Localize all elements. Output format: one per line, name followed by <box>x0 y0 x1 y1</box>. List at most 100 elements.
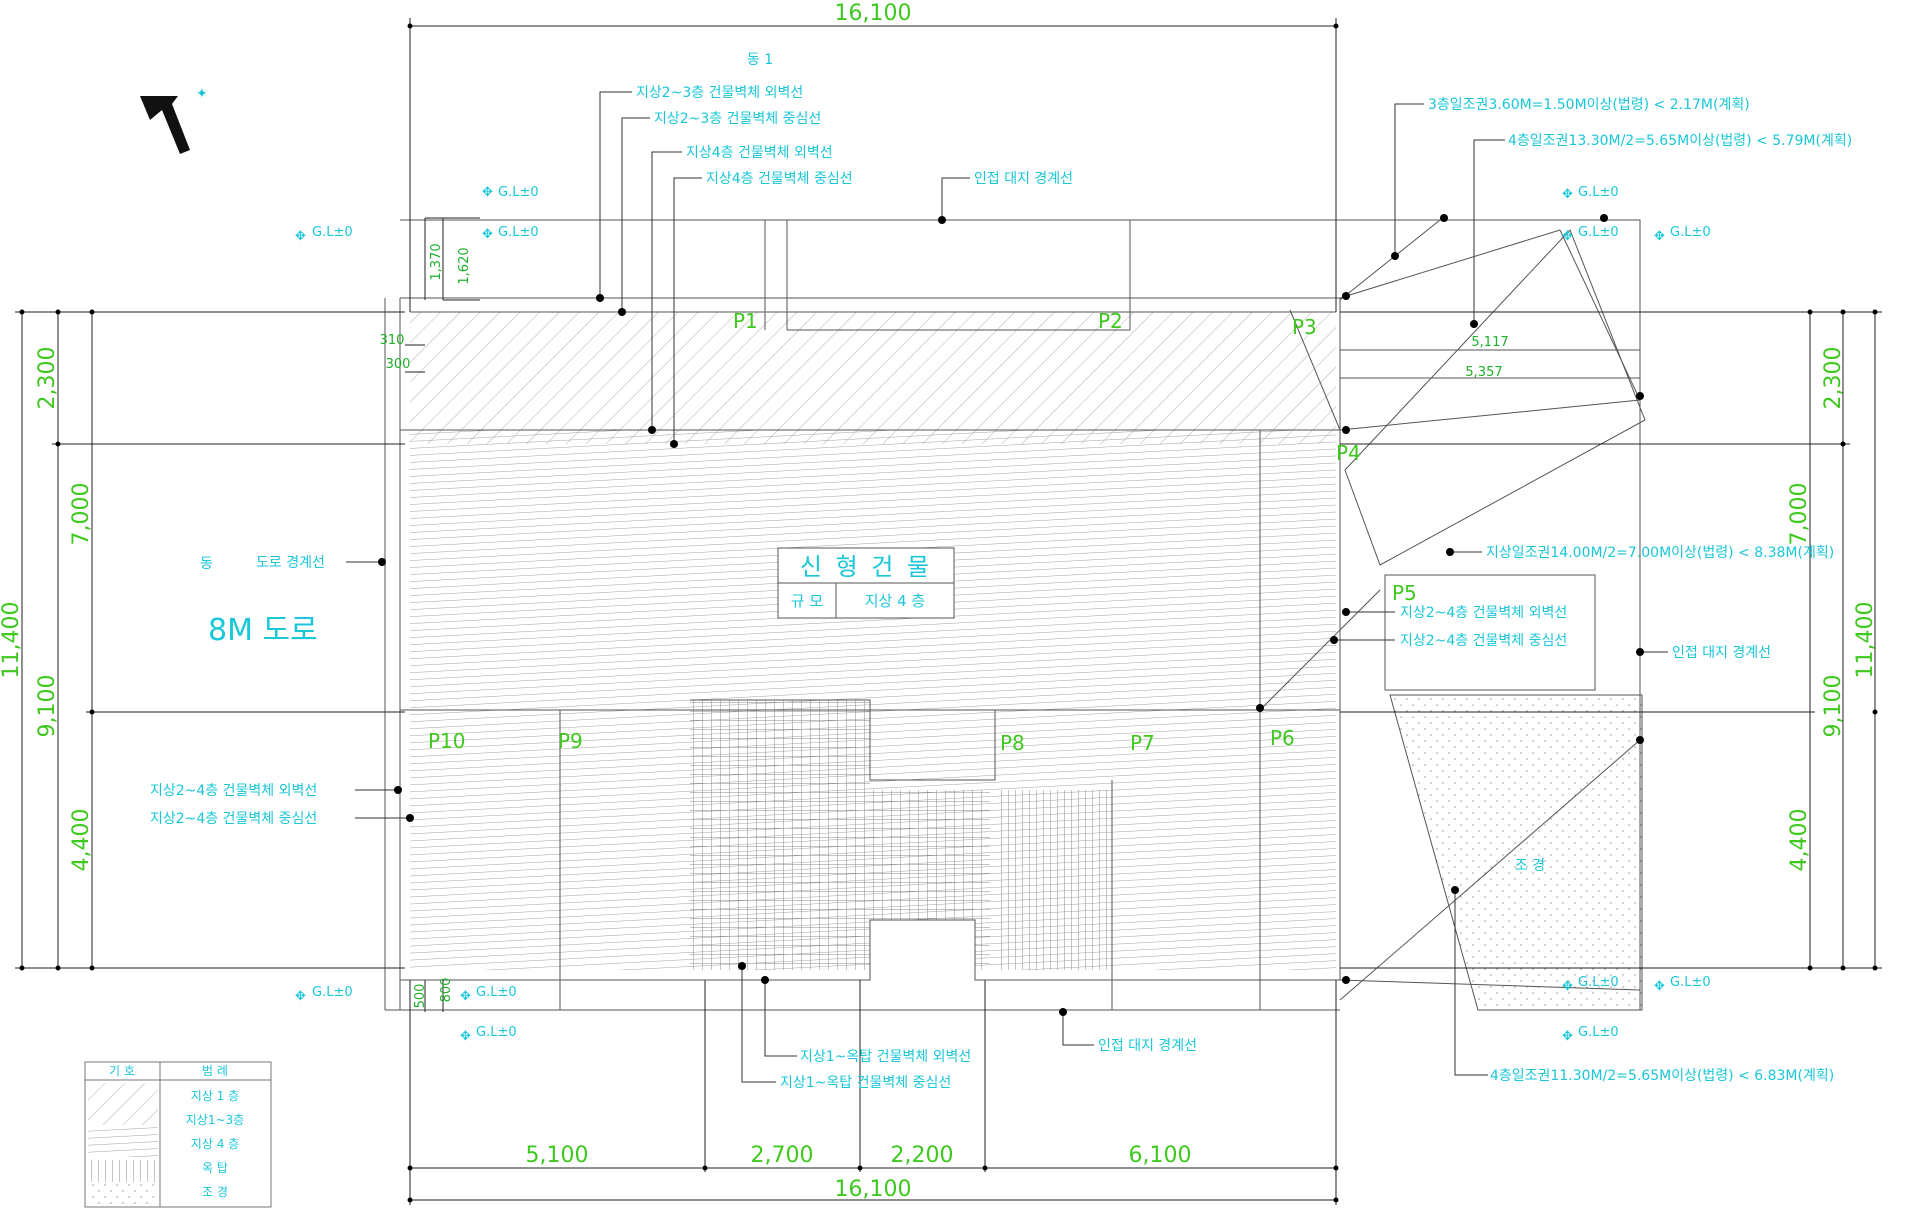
landscape-label: 조 경 <box>1515 858 1545 874</box>
gl-marker: ✥ G.L±0 <box>1654 975 1711 994</box>
point-p10: P10 <box>428 729 466 753</box>
dimension-lines <box>15 18 1882 1205</box>
point-p8: P8 <box>1000 731 1025 755</box>
dim-300: 300 <box>386 357 411 372</box>
dim-310: 310 <box>380 333 405 348</box>
gl-marker: ✥ G.L±0 <box>1562 185 1619 202</box>
zone-upper-diagonal <box>410 312 1336 444</box>
dim-1370: 1,370 <box>429 243 444 280</box>
svg-text:✥: ✥ <box>1562 187 1573 202</box>
legend-row: 지상 1 층 <box>191 1089 239 1103</box>
top-leader-1: 지상2~3층 건물벽체 외벽선 <box>636 85 803 101</box>
svg-text:G.L±0: G.L±0 <box>476 985 517 1000</box>
gl-marker: ✥ G.L±0 <box>1654 225 1711 244</box>
legend-header-desc: 범 례 <box>202 1064 228 1078</box>
gl-marker: ✥G.L±0 <box>295 225 353 244</box>
dim-right-inner-2: 4,400 <box>1787 809 1812 872</box>
svg-text:G.L±0: G.L±0 <box>1578 975 1619 990</box>
right-top-label-1: 3층일조권3.60M=1.50M이상(법령) < 2.17M(계획) <box>1428 97 1750 113</box>
dim-1620: 1,620 <box>457 247 472 284</box>
svg-text:✥: ✥ <box>460 989 471 1004</box>
bottom-leader-1: 지상1~옥탑 건물벽체 외벽선 <box>800 1049 971 1065</box>
dim-left-mid-1: 2,300 <box>35 347 60 410</box>
right-mid-label-3: 지상2~4층 건물벽체 중심선 <box>1400 633 1567 649</box>
road-boundary-label: 도로 경계선 <box>256 555 325 571</box>
road-label: 8M 도로 <box>208 613 318 648</box>
gl-marker: ✥ G.L±0 <box>460 985 517 1004</box>
point-p3: P3 <box>1292 315 1317 339</box>
lot-line-right: 인접 대지 경계선 <box>1672 645 1771 661</box>
dim-5117: 5,117 <box>1471 335 1508 350</box>
right-top-label-2: 4층일조권13.30M/2=5.65M이상(법령) < 5.79M(계획) <box>1508 133 1852 149</box>
svg-text:✥: ✥ <box>482 185 493 200</box>
dim-left-mid-2: 9,100 <box>35 675 60 738</box>
svg-text:✥: ✥ <box>482 227 493 242</box>
dim-right-inner-1: 7,000 <box>1787 483 1812 546</box>
svg-text:G.L±0: G.L±0 <box>498 225 539 240</box>
svg-text:G.L±0: G.L±0 <box>312 985 353 1000</box>
dim-bottom-total: 16,100 <box>835 1177 912 1202</box>
svg-text:✥: ✥ <box>1654 979 1665 994</box>
dim-bottom-seg-2: 2,700 <box>751 1143 814 1168</box>
top-leader-lines <box>599 91 970 444</box>
svg-text:✥: ✥ <box>1562 229 1573 244</box>
point-p5: P5 <box>1392 581 1417 605</box>
right-mid-label-1: 지상일조권14.00M/2=7.00M이상(법령) < 8.38M(계획) <box>1486 545 1834 561</box>
legend-swatch-diagonal <box>88 1083 158 1125</box>
svg-text:✥: ✥ <box>1654 229 1665 244</box>
dim-right-outer: 11,400 <box>1853 602 1878 679</box>
north-arrow-icon: ✦ <box>140 86 208 154</box>
zone-grid-left <box>690 700 870 970</box>
gl-marker: ✥ G.L±0 <box>460 1025 517 1044</box>
dim-bottom-seg-1: 5,100 <box>526 1143 589 1168</box>
gl-markers: ✥ G.L±0 ✥ G.L±0 ✥ G.L±0 ✥ G.L±0 ✥ G.L±0 ✥ G.L±… <box>295 185 1711 1044</box>
svg-text:G.L±0: G.L±0 <box>1578 185 1619 200</box>
gl-marker: ✥ G.L±0 <box>295 985 353 1004</box>
top-leader-2: 지상2~3층 건물벽체 중심선 <box>654 111 821 127</box>
svg-text:✥: ✥ <box>295 989 306 1004</box>
svg-text:✥: ✥ <box>1562 1029 1573 1044</box>
point-p6: P6 <box>1270 726 1295 750</box>
dim-800: 800 <box>439 978 454 1003</box>
north-mark-label: 동 1 <box>747 52 773 68</box>
lot-line-bottom: 인접 대지 경계선 <box>1098 1038 1197 1054</box>
point-p2: P2 <box>1098 309 1123 333</box>
dim-top-total: 16,100 <box>835 1 912 26</box>
legend-swatch-dots <box>88 1184 158 1204</box>
legend-header-symbol: 기 호 <box>109 1064 135 1078</box>
right-bottom-label: 4층일조권11.30M/2=5.65M이상(법령) < 6.83M(계획) <box>1490 1068 1834 1084</box>
dim-5357: 5,357 <box>1465 365 1502 380</box>
bottom-leader-2: 지상1~옥탑 건물벽체 중심선 <box>780 1075 951 1091</box>
point-p1: P1 <box>733 309 758 333</box>
dim-right-mid-1: 2,300 <box>1821 347 1846 410</box>
svg-text:G.L±0: G.L±0 <box>476 1025 517 1040</box>
svg-text:G.L±0: G.L±0 <box>1670 975 1711 990</box>
gl-marker: ✥ G.L±0 <box>1562 975 1619 994</box>
building-row-label: 규 모 <box>791 592 824 610</box>
dim-left-inner-1: 7,000 <box>69 483 94 546</box>
legend-row: 조 경 <box>202 1185 228 1199</box>
svg-text:G.L±0: G.L±0 <box>1578 1025 1619 1040</box>
dim-left-outer: 11,400 <box>0 602 24 679</box>
right-mid-label-2: 지상2~4층 건물벽체 외벽선 <box>1400 605 1567 621</box>
zone-vertical-hatch <box>995 790 1113 970</box>
bottom-leader-lines <box>741 890 1488 1083</box>
legend-swatch-horizontal <box>88 1127 158 1157</box>
north-mark-left: 동 <box>200 556 213 572</box>
svg-text:✥: ✥ <box>1562 979 1573 994</box>
gl-marker: ✥ G.L±0 <box>1562 1025 1619 1044</box>
lot-line-top: 인접 대지 경계선 <box>974 171 1073 187</box>
svg-text:✥: ✥ <box>460 1029 471 1044</box>
svg-text:G.L±0: G.L±0 <box>1670 225 1711 240</box>
legend-row: 지상 4 층 <box>191 1137 239 1151</box>
legend-table: 기 호 범 례 지상 1 층 지상1~3층 지상 4 층 옥 탑 조 경 <box>84 1061 272 1208</box>
building-footprint <box>410 312 1336 980</box>
left-leader-2: 지상2~4층 건물벽체 중심선 <box>150 811 317 827</box>
svg-text:✥: ✥ <box>295 229 306 244</box>
dim-500: 500 <box>413 984 428 1009</box>
outline-lines <box>384 219 1646 1011</box>
left-leader-lines <box>346 561 410 819</box>
dim-right-mid-2: 9,100 <box>1821 675 1846 738</box>
right-mid-leader-lines <box>1334 551 1668 653</box>
